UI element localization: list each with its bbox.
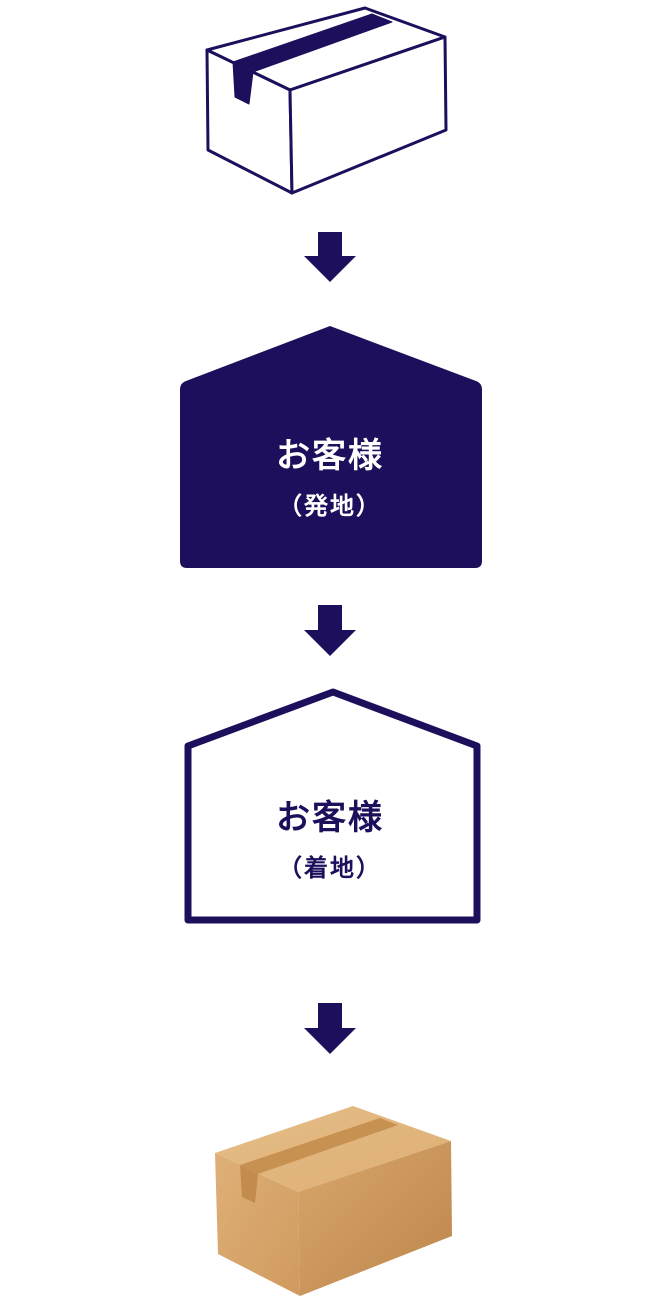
destination-house-subtitle: （着地） <box>278 854 382 882</box>
origin-house-title: お客様 <box>276 436 384 476</box>
origin-house-shape <box>180 326 482 568</box>
destination-house-shape <box>184 688 481 924</box>
outline-box-icon <box>205 6 448 195</box>
arrow-down-icon <box>304 232 356 282</box>
cardboard-box-icon <box>215 1106 452 1296</box>
destination-house-title: お客様 <box>276 798 384 838</box>
origin-house-subtitle: （発地） <box>278 492 382 520</box>
arrow-down-icon <box>304 1003 356 1054</box>
arrow-down-icon <box>304 605 356 656</box>
